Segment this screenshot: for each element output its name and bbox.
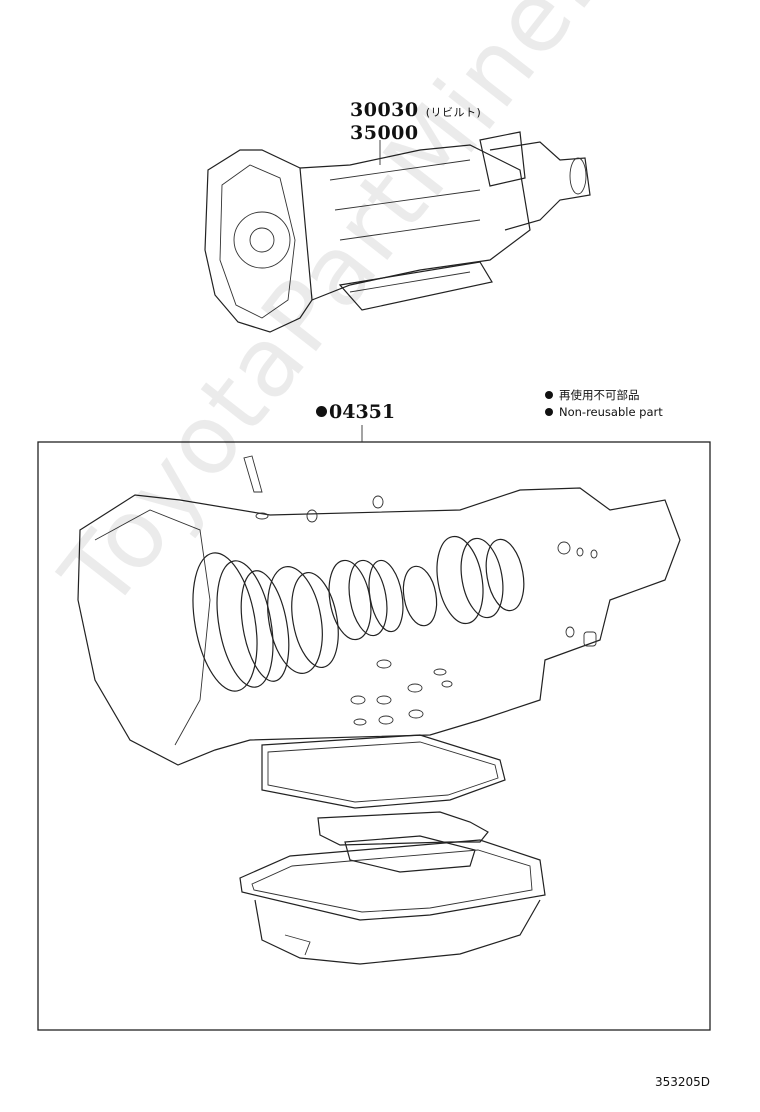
seal-rings-illustration bbox=[192, 535, 525, 692]
part-number-2: 35000 bbox=[350, 122, 419, 144]
non-reusable-dot-icon bbox=[545, 391, 553, 399]
non-reusable-dot-icon bbox=[545, 408, 553, 416]
kit-part-number[interactable]: 04351 bbox=[316, 401, 395, 423]
diagram-code: 353205D bbox=[655, 1075, 711, 1089]
legend-item-jp: 再使用不可部品 bbox=[545, 387, 663, 404]
kit-frame bbox=[37, 441, 711, 1031]
o-rings-illustration bbox=[243, 455, 598, 726]
part-number-1: 30030 bbox=[350, 99, 419, 121]
part-number-35000[interactable]: 35000 bbox=[350, 123, 481, 143]
non-reusable-dot-icon bbox=[316, 406, 327, 417]
part-number-1-suffix: (リビルト) bbox=[425, 106, 482, 119]
transmission-assembly-illustration bbox=[204, 131, 591, 333]
gaskets-illustration bbox=[261, 734, 506, 873]
legend: 再使用不可部品 Non-reusable part bbox=[545, 387, 663, 421]
oil-pan-illustration bbox=[239, 839, 546, 965]
part-number-30030[interactable]: 30030 (リビルト) bbox=[350, 100, 481, 123]
assembly-part-numbers: 30030 (リビルト) 35000 bbox=[350, 100, 481, 143]
case-outline-illustration bbox=[77, 487, 681, 766]
legend-item-en: Non-reusable part bbox=[545, 404, 663, 421]
kit-number: 04351 bbox=[329, 401, 396, 423]
legend-label-en: Non-reusable part bbox=[559, 405, 663, 419]
legend-label-jp: 再使用不可部品 bbox=[559, 388, 640, 402]
